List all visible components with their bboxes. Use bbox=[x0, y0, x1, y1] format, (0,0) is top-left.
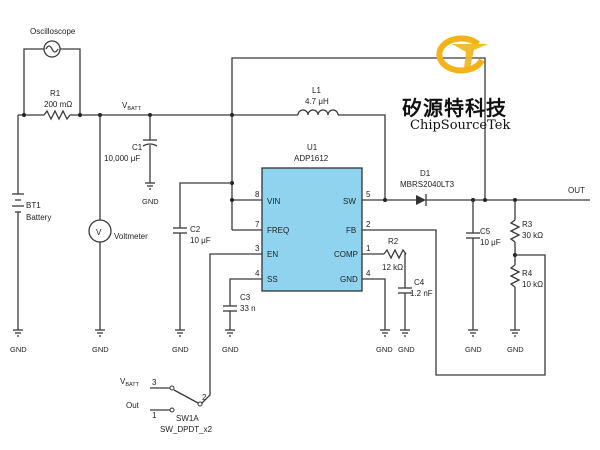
pin-en-num: 3 bbox=[255, 244, 260, 253]
sw1a-switch bbox=[150, 385, 203, 413]
r1-name: R1 bbox=[50, 89, 61, 98]
c5-name: C5 bbox=[480, 227, 491, 236]
l1-name: L1 bbox=[312, 86, 321, 95]
c1-name: C1 bbox=[132, 143, 143, 152]
c4-name: C4 bbox=[414, 278, 425, 287]
logo-english-text: ChipSourceTek bbox=[410, 118, 511, 133]
c2-name: C2 bbox=[190, 225, 201, 234]
gnd-label-voltmeter: GND bbox=[92, 345, 109, 354]
gnd-label-bt1: GND bbox=[10, 345, 27, 354]
svg-text:V: V bbox=[96, 228, 102, 237]
voltmeter-label: Voltmeter bbox=[114, 232, 148, 241]
pin-sw-name: SW bbox=[343, 197, 356, 206]
vbatt-label: VBATT bbox=[122, 101, 142, 112]
sw-pin2: 2 bbox=[202, 393, 207, 402]
gnd-label-u1: GND bbox=[376, 345, 393, 354]
d1-value: MBRS2040LT3 bbox=[400, 180, 455, 189]
r3-name: R3 bbox=[522, 220, 533, 229]
sw1-desc: SW_DPDT_x2 bbox=[160, 425, 213, 434]
c3-value: 33 n bbox=[240, 304, 256, 313]
sw-out-label: Out bbox=[126, 401, 140, 410]
pin-comp-num: 1 bbox=[366, 244, 371, 253]
out-label: OUT bbox=[568, 186, 585, 195]
r3-value: 30 kΩ bbox=[522, 231, 543, 240]
u1-part: ADP1612 bbox=[294, 154, 329, 163]
pin-ss-num: 4 bbox=[255, 269, 260, 278]
pin-ss-name: SS bbox=[267, 275, 278, 284]
pin-vin-name: VIN bbox=[267, 197, 281, 206]
u1-chip bbox=[261, 167, 363, 292]
sw-pin1: 1 bbox=[152, 411, 157, 420]
r4-value: 10 kΩ bbox=[522, 280, 543, 289]
r3-resistor bbox=[509, 219, 521, 243]
c5-value: 10 μF bbox=[480, 238, 501, 247]
sw-pin3: 3 bbox=[152, 378, 157, 387]
pin-sw-num: 5 bbox=[366, 190, 371, 199]
oscilloscope-symbol bbox=[23, 40, 81, 115]
sw1-name: SW1A bbox=[176, 414, 199, 423]
c4-value: 1.2 nF bbox=[410, 289, 433, 298]
gnd-label-c1: GND bbox=[142, 197, 159, 206]
d1-diode bbox=[416, 195, 426, 205]
pin-fb-name: FB bbox=[346, 226, 356, 235]
pin-gnd-num: 4 bbox=[366, 269, 371, 278]
pin-fb-num: 2 bbox=[366, 220, 371, 229]
u1-name: U1 bbox=[307, 143, 318, 152]
c1-value: 10,000 μF bbox=[104, 154, 140, 163]
d1-name: D1 bbox=[420, 169, 431, 178]
r1-value: 200 mΩ bbox=[44, 100, 72, 109]
gnd-label-c2: GND bbox=[172, 345, 189, 354]
gnd-label-c3: GND bbox=[222, 345, 239, 354]
r4-resistor bbox=[509, 264, 521, 288]
pin-en-name: EN bbox=[267, 250, 278, 259]
r2-value: 12 kΩ bbox=[382, 263, 403, 272]
pin-comp-name: COMP bbox=[334, 250, 358, 259]
gnd-label-r4: GND bbox=[507, 345, 524, 354]
pin-freq-name: FREQ bbox=[267, 226, 289, 235]
chipsourcetek-logo-icon bbox=[436, 35, 488, 74]
l1-inductor bbox=[297, 109, 339, 116]
bt1-name: BT1 bbox=[26, 201, 41, 210]
logo-chinese-text: 矽源特科技 bbox=[402, 96, 507, 120]
c2-value: 10 μF bbox=[190, 236, 211, 245]
c3-name: C3 bbox=[240, 293, 251, 302]
gnd-label-c4: GND bbox=[398, 345, 415, 354]
sw-vbatt-label: VBATT bbox=[120, 377, 140, 388]
bt1-desc: Battery bbox=[26, 213, 51, 222]
l1-value: 4.7 μH bbox=[305, 97, 329, 106]
r4-name: R4 bbox=[522, 269, 533, 278]
pin-freq-num: 7 bbox=[255, 220, 260, 229]
r1-resistor bbox=[43, 109, 71, 121]
pin-gnd-name: GND bbox=[340, 275, 358, 284]
r2-name: R2 bbox=[388, 237, 399, 246]
pin-vin-num: 8 bbox=[255, 190, 260, 199]
oscilloscope-label: Oscilloscope bbox=[30, 27, 76, 36]
ground-symbols bbox=[13, 182, 520, 337]
gnd-label-c5: GND bbox=[465, 345, 482, 354]
r2-resistor bbox=[383, 248, 407, 260]
